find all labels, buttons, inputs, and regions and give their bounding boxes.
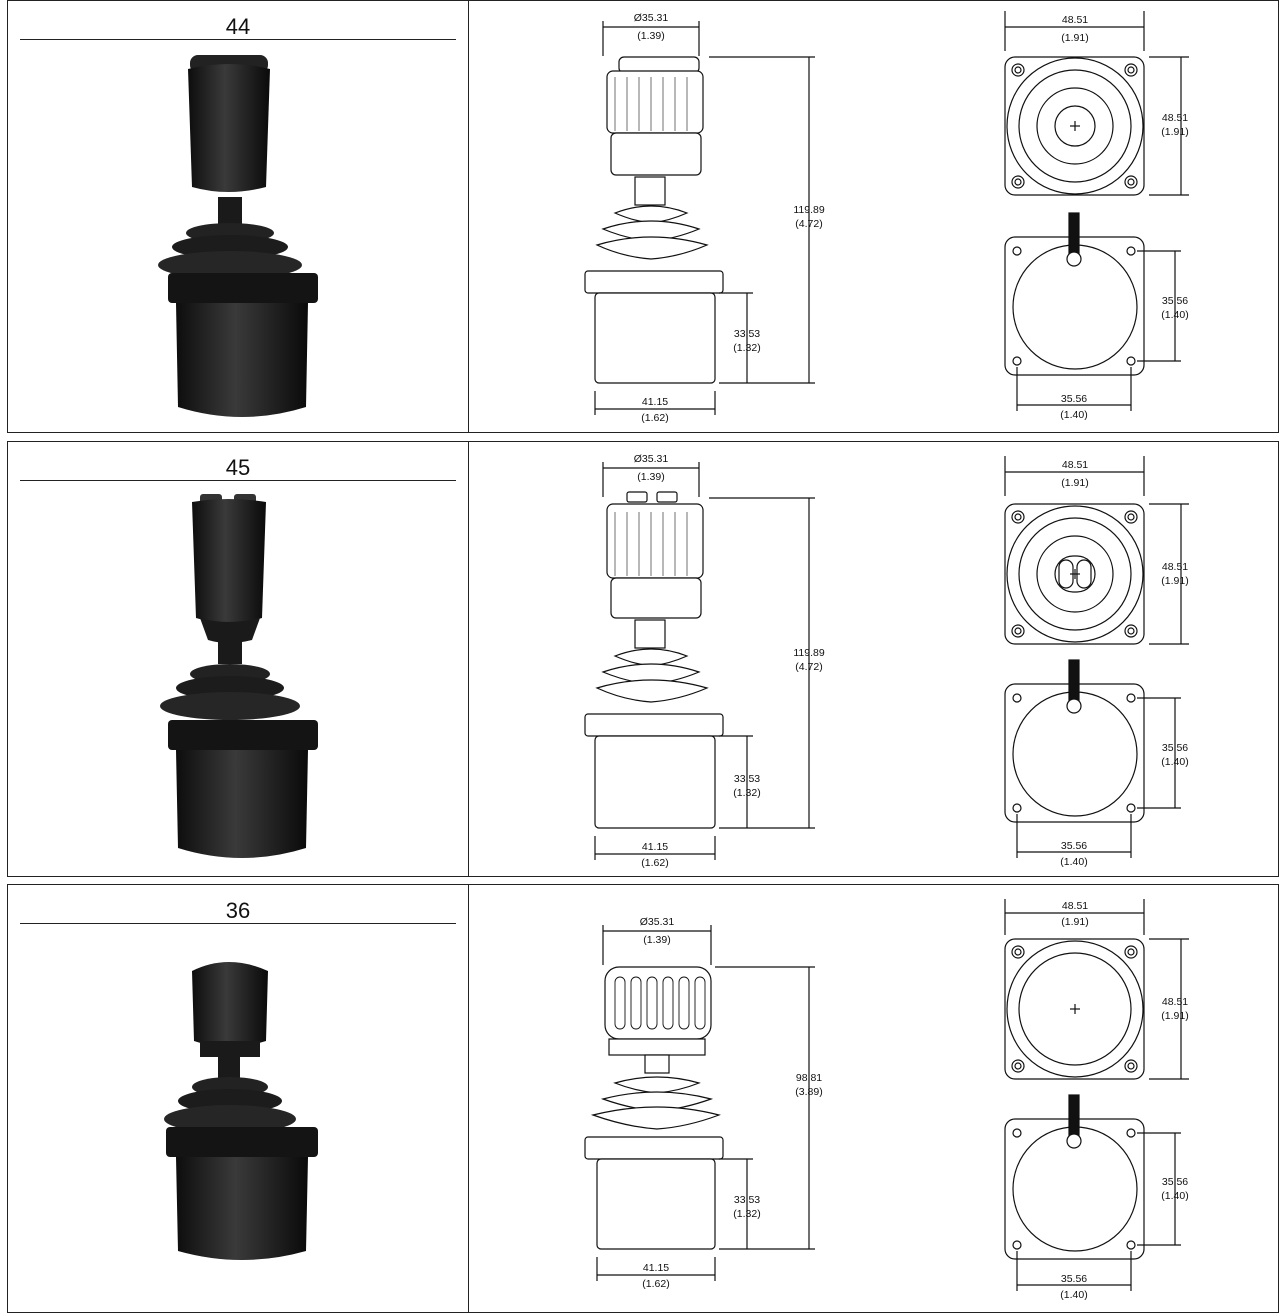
model-number: 45: [20, 456, 456, 481]
knob-diameter-in-label: (1.39): [643, 934, 670, 946]
flange-height-label: 48.51: [1162, 112, 1188, 124]
knob-diameter-label: Ø35.31: [634, 453, 669, 465]
hole-spacing-v-label: 35.56: [1162, 1176, 1188, 1188]
flange-height-label: 48.51: [1162, 561, 1188, 573]
flange-width-in-label: (1.91): [1061, 477, 1088, 489]
body-height-in-label: (1.32): [733, 787, 760, 799]
body-width-label: 41.15: [642, 396, 668, 408]
overall-height-in-label: (4.72): [795, 218, 822, 230]
hole-spacing-v-label: 35.56: [1162, 742, 1188, 754]
flange-width-label: 48.51: [1062, 900, 1088, 912]
overall-height-label: 119.89: [793, 204, 824, 216]
hole-spacing-h-label: 35.56: [1061, 1273, 1087, 1285]
body-width-in-label: (1.62): [641, 857, 668, 869]
photo-cell: 45: [8, 442, 469, 876]
hole-spacing-h-label: 35.56: [1061, 393, 1087, 405]
overall-height-in-label: (4.72): [795, 661, 822, 673]
flange-width-label: 48.51: [1062, 14, 1088, 26]
hole-spacing-v-in-label: (1.40): [1161, 756, 1188, 768]
body-height-in-label: (1.32): [733, 1208, 760, 1220]
photo-cell: 44: [8, 1, 469, 432]
body-height-in-label: (1.32): [733, 342, 760, 354]
knob-diameter-label: Ø35.31: [640, 916, 675, 928]
body-width-label: 41.15: [643, 1262, 669, 1274]
knob-diameter-in-label: (1.39): [637, 471, 664, 483]
flange-height-in-label: (1.91): [1161, 126, 1188, 138]
overall-height-label: 119.89: [793, 647, 824, 659]
flange-height-label: 48.51: [1162, 996, 1188, 1008]
flange-height-in-label: (1.91): [1161, 1010, 1188, 1022]
hole-spacing-v-in-label: (1.40): [1161, 309, 1188, 321]
product-row-45: 45: [7, 441, 1279, 877]
flange-width-in-label: (1.91): [1061, 916, 1088, 928]
overall-height-label: 98.81: [796, 1072, 822, 1084]
hole-spacing-h-in-label: (1.40): [1060, 856, 1087, 868]
body-height-label: 33.53: [734, 773, 760, 785]
dimension-svg: Ø35.31 (1.39) 119.89 (4.72) 33.53 (1.32)…: [584, 11, 1189, 424]
photo-cell: 36: [8, 885, 469, 1312]
dimension-svg: Ø35.31 (1.39) 98.81 (3.89) 33.53 (1.32) …: [584, 899, 1189, 1301]
body-width-in-label: (1.62): [641, 412, 668, 424]
product-row-36: 36: [7, 884, 1279, 1313]
dimension-drawing: Ø35.31 (1.39) 119.89 (4.72) 33.53 (1.32)…: [469, 1, 1278, 432]
body-width-label: 41.15: [642, 841, 668, 853]
joystick-photo: [158, 55, 318, 417]
joystick-photo: [160, 494, 318, 858]
hole-spacing-h-in-label: (1.40): [1060, 1289, 1087, 1301]
dimension-drawing: Ø35.31 (1.39) 119.89 (4.72) 33.53 (1.32)…: [469, 442, 1278, 876]
hole-spacing-h-in-label: (1.40): [1060, 409, 1087, 421]
body-height-label: 33.53: [734, 1194, 760, 1206]
joystick-photo: [164, 962, 318, 1260]
body-width-in-label: (1.62): [642, 1278, 669, 1290]
hole-spacing-h-label: 35.56: [1061, 840, 1087, 852]
flange-width-in-label: (1.91): [1061, 32, 1088, 44]
body-height-label: 33.53: [734, 328, 760, 340]
product-row-44: 44: [7, 0, 1279, 433]
knob-diameter-label: Ø35.31: [634, 12, 669, 24]
knob-diameter-in-label: (1.39): [637, 30, 664, 42]
flange-height-in-label: (1.91): [1161, 575, 1188, 587]
hole-spacing-v-label: 35.56: [1162, 295, 1188, 307]
dimension-svg: Ø35.31 (1.39) 119.89 (4.72) 33.53 (1.32)…: [584, 453, 1189, 869]
overall-height-in-label: (3.89): [795, 1086, 822, 1098]
model-number: 44: [20, 15, 456, 40]
hole-spacing-v-in-label: (1.40): [1161, 1190, 1188, 1202]
dimension-drawing: Ø35.31 (1.39) 98.81 (3.89) 33.53 (1.32) …: [469, 885, 1278, 1312]
model-number: 36: [20, 899, 456, 924]
flange-width-label: 48.51: [1062, 459, 1088, 471]
